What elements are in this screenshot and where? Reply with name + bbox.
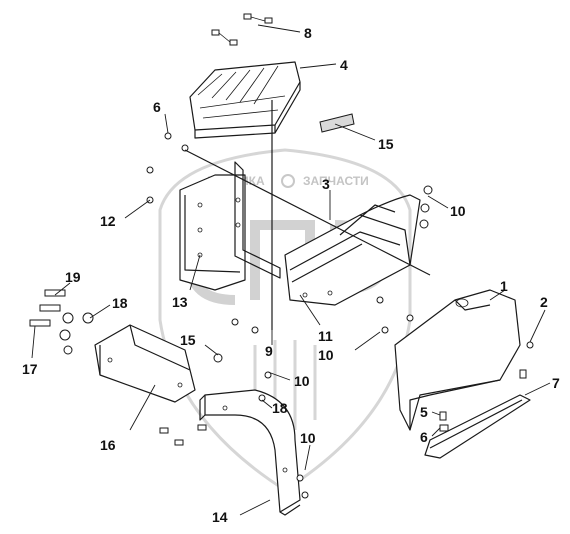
callout-10-lower: 10 <box>294 373 310 389</box>
callout-13: 13 <box>172 294 188 310</box>
part-14-l-bracket <box>199 389 301 516</box>
part-8-bolts <box>211 13 273 46</box>
part-13-bracket <box>179 161 281 291</box>
callout-15-lower: 15 <box>180 332 196 348</box>
part-15-reflector-strip <box>319 113 355 133</box>
tie-rod <box>184 149 431 276</box>
part-10-fasteners-upper <box>419 185 433 229</box>
gear-icon <box>281 174 295 188</box>
callout-labels: 8 4 6 15 3 10 12 13 11 19 18 17 15 9 10 … <box>22 25 560 525</box>
callout-18: 18 <box>112 295 128 311</box>
callout-9: 9 <box>265 343 273 359</box>
callout-7: 7 <box>552 375 560 391</box>
callout-4: 4 <box>340 57 348 73</box>
part-1-housing <box>394 289 521 431</box>
callout-10-middle: 10 <box>318 347 334 363</box>
callout-5: 5 <box>420 404 428 420</box>
leader-lines <box>31 24 551 516</box>
callout-10: 10 <box>450 203 466 219</box>
part-4-step-grate <box>189 61 301 139</box>
callout-10-bottom: 10 <box>300 430 316 446</box>
lower-fasteners <box>159 318 309 499</box>
callout-14: 14 <box>212 509 228 525</box>
watermark-text-right: ЗАПЧАСТИ <box>303 174 369 188</box>
callout-2: 2 <box>540 294 548 310</box>
part-16-bracket <box>94 324 196 403</box>
callout-15: 15 <box>378 136 394 152</box>
part-10-fasteners-middle <box>376 296 414 334</box>
callout-18-lower: 18 <box>272 400 288 416</box>
callout-16: 16 <box>100 437 116 453</box>
part-7-step-bar <box>424 394 531 459</box>
callout-3: 3 <box>322 176 330 192</box>
callout-17: 17 <box>22 361 38 377</box>
part-6-screw <box>164 132 172 140</box>
part-17-18-19-fasteners <box>29 289 94 355</box>
callout-6: 6 <box>153 99 161 115</box>
callout-6-lower: 6 <box>420 429 428 445</box>
callout-12: 12 <box>100 213 116 229</box>
callout-19: 19 <box>65 269 81 285</box>
callout-1: 1 <box>500 278 508 294</box>
callout-8: 8 <box>304 25 312 41</box>
callout-11: 11 <box>318 328 333 344</box>
